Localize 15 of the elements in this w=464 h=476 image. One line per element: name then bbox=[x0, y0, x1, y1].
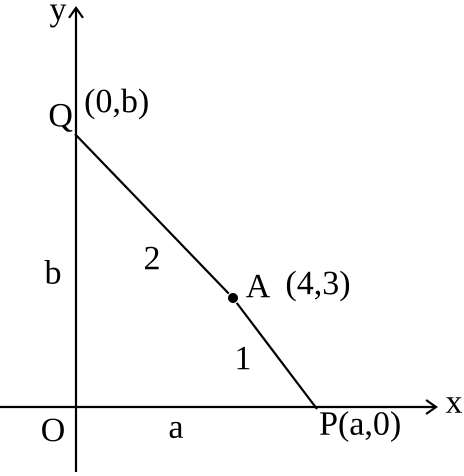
point-dot bbox=[228, 293, 238, 303]
coordinate-label: (0,b) bbox=[86, 88, 148, 120]
line-segment bbox=[236, 302, 318, 410]
point-label: A bbox=[246, 274, 270, 298]
point-label: Q bbox=[50, 104, 72, 132]
origin-label: O bbox=[42, 418, 64, 442]
axis-label: x bbox=[446, 397, 462, 413]
segment-ratio: 2 bbox=[145, 246, 159, 270]
side-label: b bbox=[44, 260, 60, 284]
axis-label: y bbox=[50, 4, 66, 28]
line-segment bbox=[74, 133, 230, 294]
side-label: a bbox=[170, 422, 184, 438]
coordinate-label: (4,3) bbox=[286, 270, 350, 302]
point-label: P(a,0) bbox=[320, 411, 400, 442]
segment-ratio: 1 bbox=[237, 346, 250, 370]
